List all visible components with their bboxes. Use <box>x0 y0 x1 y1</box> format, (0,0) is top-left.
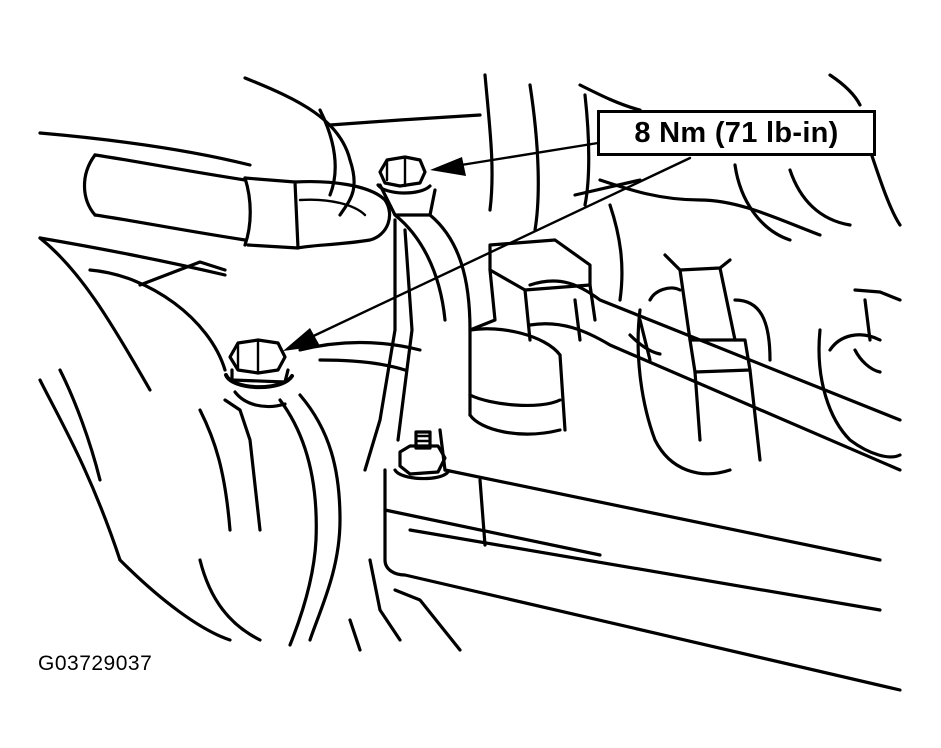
coil-boot-middle <box>636 253 772 476</box>
callout-leaders <box>283 141 692 351</box>
upper-right-body <box>573 73 902 302</box>
arrowhead-lower-bolt <box>283 328 320 351</box>
torque-spec-label: 8 Nm (71 lb-in) <box>634 116 839 149</box>
round-housing <box>38 260 232 642</box>
leader-line-upper-bolt <box>453 141 600 168</box>
spark-plug-wire <box>528 279 902 472</box>
figure-id-label: G03729037 <box>38 652 153 675</box>
coil-boot-right <box>817 288 902 459</box>
lower-bolt <box>224 338 294 390</box>
torque-callout-box: 8 Nm (71 lb-in) <box>597 110 876 156</box>
coolant-hose <box>82 153 392 250</box>
upper-left-housing <box>38 76 482 392</box>
stud-bolt <box>393 430 450 481</box>
cylinder-head <box>383 428 902 692</box>
leader-line-lower-bolt <box>303 156 692 342</box>
arrowhead-upper-bolt <box>430 157 466 176</box>
upper-bolt <box>376 155 432 195</box>
ignition-coil-connector <box>468 73 597 436</box>
mounting-bracket <box>198 183 472 647</box>
lower-left-detail <box>198 558 402 652</box>
